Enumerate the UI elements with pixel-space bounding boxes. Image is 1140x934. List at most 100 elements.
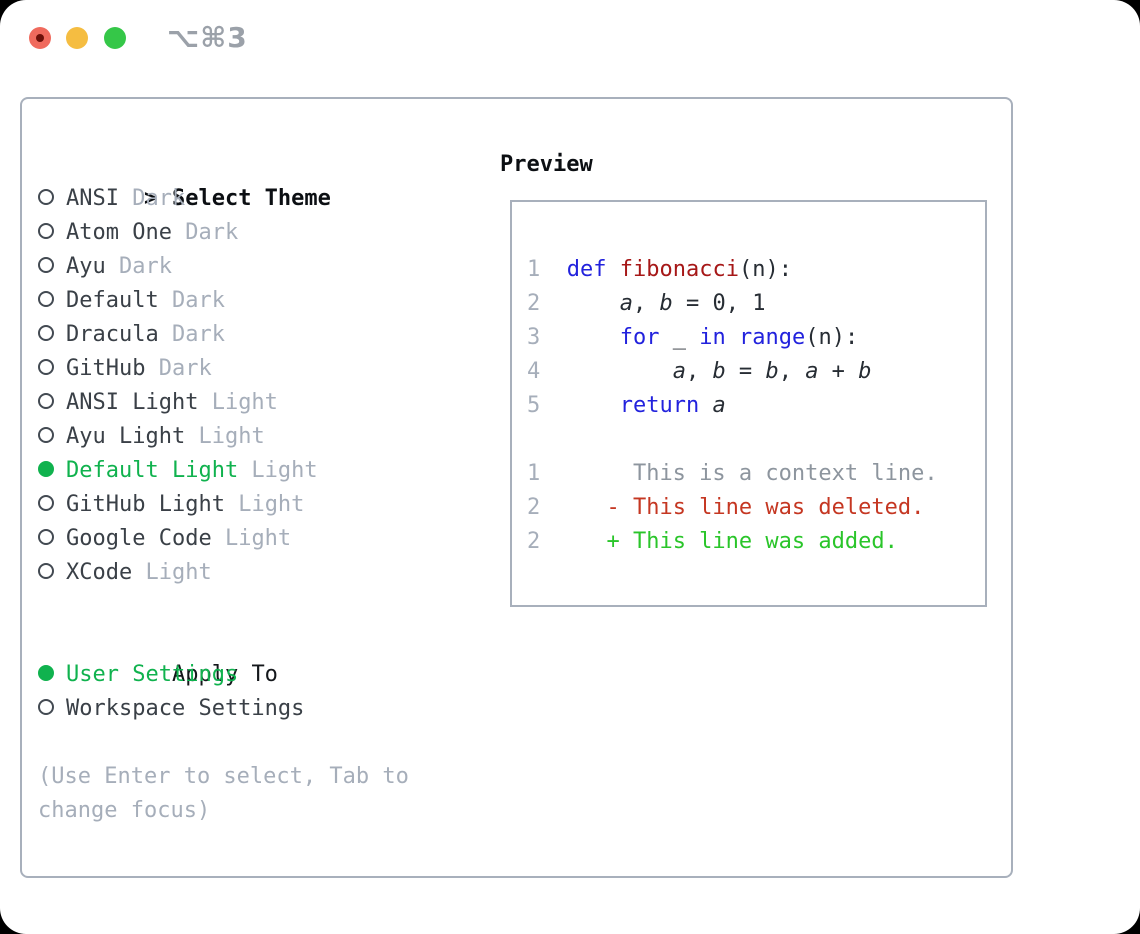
option-variant-label: Light bbox=[224, 492, 305, 517]
theme-option-xcode[interactable]: XCode Light bbox=[38, 556, 478, 590]
code-text: - This line was deleted. bbox=[606, 495, 925, 520]
option-label: GitHub Light bbox=[66, 492, 225, 517]
code-line: 1 This is a context line. bbox=[527, 457, 975, 491]
line-number: 2 bbox=[527, 291, 541, 316]
theme-option-atom-one[interactable]: Atom One Dark bbox=[38, 216, 478, 250]
theme-option-ayu-light[interactable]: Ayu Light Light bbox=[38, 420, 478, 454]
radio-circle bbox=[38, 393, 54, 409]
radio-circle bbox=[38, 359, 54, 375]
option-label: GitHub bbox=[66, 356, 146, 381]
code-text: return a bbox=[619, 393, 726, 418]
apply-option-user-settings[interactable]: User Settings bbox=[38, 658, 478, 692]
option-variant-label: Light bbox=[211, 526, 292, 551]
radio-circle bbox=[38, 495, 54, 511]
option-label: User Settings bbox=[66, 662, 239, 687]
radio-icon bbox=[38, 386, 66, 420]
apply-to-header: Apply To bbox=[38, 624, 478, 687]
radio-icon bbox=[38, 692, 66, 726]
code-text: This is a context line. bbox=[540, 461, 938, 486]
radio-icon bbox=[38, 182, 66, 216]
radio-circle bbox=[38, 257, 54, 273]
preview-column: Preview 1 def fibonacci(n): 2 a, b = 0, 1… bbox=[500, 148, 987, 607]
preview-title: Preview bbox=[500, 152, 593, 177]
spacer bbox=[38, 590, 478, 624]
cursor-prefix: > bbox=[143, 186, 158, 211]
option-variant-label: Dark bbox=[105, 254, 172, 279]
radio-icon bbox=[38, 216, 66, 250]
code-line bbox=[527, 423, 975, 457]
code-line: 2 - This line was deleted. bbox=[527, 491, 975, 525]
apply-option-workspace-settings[interactable]: Workspace Settings bbox=[38, 692, 478, 726]
option-label: ANSI bbox=[66, 186, 119, 211]
theme-list-title: Select Theme bbox=[171, 186, 331, 211]
radio-icon bbox=[38, 488, 66, 522]
radio-circle bbox=[38, 529, 54, 545]
theme-option-github[interactable]: GitHub Dark bbox=[38, 352, 478, 386]
option-label: Default Light bbox=[66, 458, 239, 483]
option-label: Ayu Light bbox=[66, 424, 186, 449]
unsaved-indicator-dot bbox=[36, 34, 44, 42]
line-number: 1 bbox=[527, 461, 541, 486]
hint-text: (Use Enter to select, Tab to change focu… bbox=[38, 764, 409, 823]
option-variant-label: Light bbox=[132, 560, 212, 585]
radio-selected-icon bbox=[38, 454, 66, 488]
theme-option-github-light[interactable]: GitHub Light Light bbox=[38, 488, 478, 522]
window-titlebar[interactable]: ⌥⌘3 bbox=[0, 0, 1140, 80]
spacer bbox=[38, 726, 478, 760]
radio-circle bbox=[38, 189, 54, 205]
radio-circle bbox=[38, 699, 54, 715]
theme-option-ayu[interactable]: Ayu Dark bbox=[38, 250, 478, 284]
theme-option-default[interactable]: Default Dark bbox=[38, 284, 478, 318]
radio-circle bbox=[38, 461, 54, 477]
option-label: Default bbox=[66, 288, 159, 313]
radio-selected-icon bbox=[38, 658, 66, 692]
line-number: 2 bbox=[527, 495, 541, 520]
option-variant-label: Light bbox=[198, 390, 278, 415]
radio-icon bbox=[38, 352, 66, 386]
line-number: 2 bbox=[527, 529, 541, 554]
radio-circle bbox=[38, 427, 54, 443]
radio-icon bbox=[38, 318, 66, 352]
code-text: for _ in range(n): bbox=[619, 325, 859, 350]
line-number: 4 bbox=[527, 359, 541, 384]
line-number: 5 bbox=[527, 393, 541, 418]
option-variant-label: Dark bbox=[118, 186, 186, 211]
radio-icon bbox=[38, 284, 66, 318]
minimize-button[interactable] bbox=[66, 27, 88, 49]
code-line: 3 for _ in range(n): bbox=[527, 321, 975, 355]
option-variant-label: Dark bbox=[145, 356, 212, 381]
option-label: XCode bbox=[66, 560, 133, 585]
theme-option-dracula[interactable]: Dracula Dark bbox=[38, 318, 478, 352]
option-variant-label: Dark bbox=[158, 322, 225, 347]
option-label: Dracula bbox=[66, 322, 159, 347]
code-text: a, b = 0, 1 bbox=[619, 291, 766, 316]
theme-option-ansi[interactable]: ANSI Dark bbox=[38, 182, 478, 216]
code-line: 4 a, b = b, a + b bbox=[527, 355, 975, 389]
option-variant-label: Light bbox=[238, 458, 318, 483]
code-text: + This line was added. bbox=[606, 529, 898, 554]
radio-circle bbox=[38, 563, 54, 579]
close-button[interactable] bbox=[29, 27, 51, 49]
code-text: def fibonacci(n): bbox=[566, 257, 792, 282]
code-line: 2 a, b = 0, 1 bbox=[527, 287, 975, 321]
window-title: ⌥⌘3 bbox=[167, 21, 248, 54]
radio-icon bbox=[38, 556, 66, 590]
code-line: 5 return a bbox=[527, 389, 975, 423]
theme-option-ansi-light[interactable]: ANSI Light Light bbox=[38, 386, 478, 420]
line-number: 3 bbox=[527, 325, 541, 350]
option-label: Workspace Settings bbox=[66, 696, 305, 721]
zoom-button[interactable] bbox=[104, 27, 126, 49]
option-label: Google Code bbox=[66, 526, 212, 551]
radio-circle bbox=[38, 665, 54, 681]
option-label: ANSI Light bbox=[66, 390, 199, 415]
code-text: a, b = b, a + b bbox=[672, 359, 872, 384]
theme-option-default-light[interactable]: Default Light Light bbox=[38, 454, 478, 488]
option-variant-label: Light bbox=[185, 424, 265, 449]
radio-icon bbox=[38, 420, 66, 454]
theme-option-google-code[interactable]: Google Code Light bbox=[38, 522, 478, 556]
